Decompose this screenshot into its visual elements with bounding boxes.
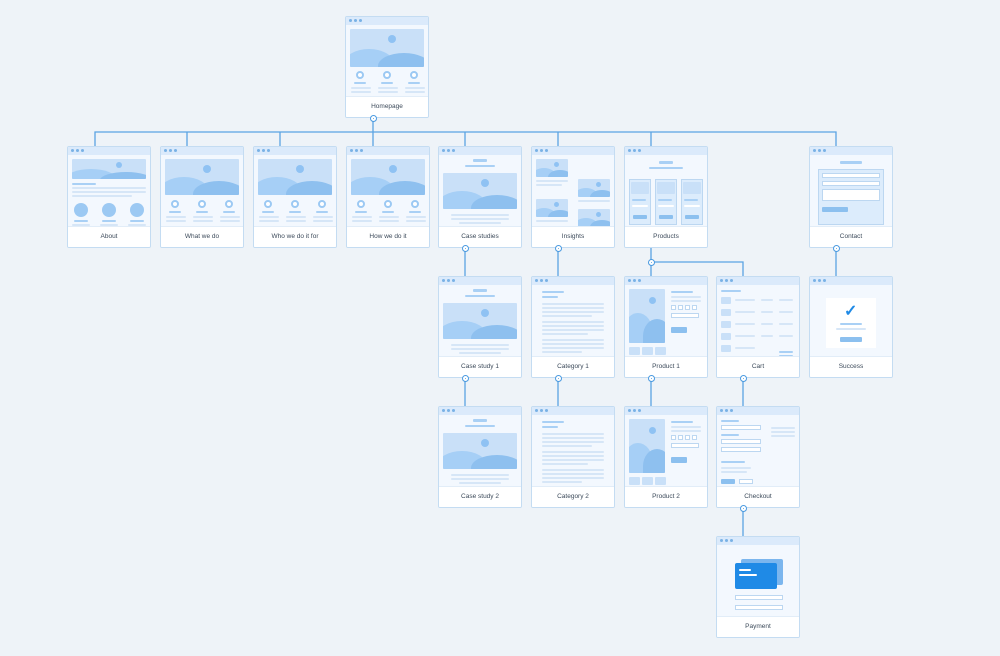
connector-line: [650, 248, 744, 276]
page-label: Product 2: [625, 486, 707, 507]
image-placeholder-icon: [351, 159, 425, 195]
node-who-we-do-it-for[interactable]: Who we do it for: [253, 146, 337, 248]
page-label: What we do: [161, 226, 243, 247]
image-placeholder-icon: [443, 173, 517, 209]
node-products[interactable]: Products: [624, 146, 708, 248]
page-label: Insights: [532, 226, 614, 247]
node-cart[interactable]: Cart: [716, 276, 800, 378]
wireframe-cart: [717, 285, 799, 359]
checkmark-icon: ✓: [844, 303, 858, 320]
connector-handle-icon[interactable]: [461, 244, 469, 252]
wireframe-category-2: [532, 415, 614, 489]
avatar-icon: [74, 203, 88, 217]
node-case-studies[interactable]: Case studies: [438, 146, 522, 248]
connector-handle-icon[interactable]: [739, 504, 747, 512]
page-label: Category 2: [532, 486, 614, 507]
connector-handle-icon[interactable]: [647, 258, 655, 266]
image-placeholder-icon: [350, 29, 424, 67]
page-label: Homepage: [346, 96, 428, 117]
wireframe-products: [625, 155, 707, 229]
connector-handle-icon[interactable]: [647, 374, 655, 382]
node-category-1[interactable]: Category 1: [531, 276, 615, 378]
page-label: Payment: [717, 616, 799, 637]
wireframe-category-1: [532, 285, 614, 359]
wireframe-product-2: [625, 415, 707, 489]
wireframe-what-we-do: [161, 155, 243, 229]
node-insights[interactable]: Insights: [531, 146, 615, 248]
image-placeholder-icon: [165, 159, 239, 195]
wireframe-success: ✓: [810, 285, 892, 359]
page-label: Success: [810, 356, 892, 377]
wireframe-contact: [810, 155, 892, 229]
node-case-study-1[interactable]: Case study 1: [438, 276, 522, 378]
connector-handle-icon[interactable]: [369, 114, 377, 122]
page-label: Case study 1: [439, 356, 521, 377]
node-category-2[interactable]: Category 2: [531, 406, 615, 508]
node-case-study-2[interactable]: Case study 2: [438, 406, 522, 508]
page-label: Case study 2: [439, 486, 521, 507]
wireframe-case-studies: [439, 155, 521, 229]
image-placeholder-icon: [578, 209, 610, 227]
page-label: Category 1: [532, 356, 614, 377]
node-contact[interactable]: Contact: [809, 146, 893, 248]
image-placeholder-icon: [578, 179, 610, 197]
connector-handle-icon[interactable]: [554, 244, 562, 252]
image-placeholder-icon: [536, 199, 568, 217]
image-placeholder-icon: [443, 303, 517, 339]
wireframe-case-study-2: [439, 415, 521, 489]
wireframe-payment: [717, 545, 799, 619]
connector-handle-icon[interactable]: [461, 374, 469, 382]
node-how-we-do-it[interactable]: How we do it: [346, 146, 430, 248]
wireframe-case-study-1: [439, 285, 521, 359]
node-what-we-do[interactable]: What we do: [160, 146, 244, 248]
page-label: About: [68, 226, 150, 247]
avatar-icon: [130, 203, 144, 217]
wireframe-insights: [532, 155, 614, 229]
page-label: Products: [625, 226, 707, 247]
image-placeholder-icon: [536, 159, 568, 177]
connector-handle-icon[interactable]: [832, 244, 840, 252]
node-homepage[interactable]: Homepage: [345, 16, 429, 118]
avatar-icon: [102, 203, 116, 217]
wireframe-who-we-do-it-for: [254, 155, 336, 229]
node-product-2[interactable]: Product 2: [624, 406, 708, 508]
page-label: Product 1: [625, 356, 707, 377]
image-placeholder-icon: [258, 159, 332, 195]
image-placeholder-icon: [72, 159, 146, 179]
image-placeholder-icon: [443, 433, 517, 469]
node-checkout[interactable]: Checkout: [716, 406, 800, 508]
node-about[interactable]: About: [67, 146, 151, 248]
wireframe-product-1: [625, 285, 707, 359]
credit-card-icon: [735, 563, 777, 589]
page-label: Checkout: [717, 486, 799, 507]
page-label: How we do it: [347, 226, 429, 247]
wireframe-how-we-do-it: [347, 155, 429, 229]
connector-handle-icon[interactable]: [554, 374, 562, 382]
node-product-1[interactable]: Product 1: [624, 276, 708, 378]
image-placeholder-icon: [629, 419, 665, 473]
page-label: Cart: [717, 356, 799, 377]
page-label: Case studies: [439, 226, 521, 247]
wireframe-checkout: [717, 415, 799, 489]
node-payment[interactable]: Payment: [716, 536, 800, 638]
page-label: Who we do it for: [254, 226, 336, 247]
image-placeholder-icon: [629, 289, 665, 343]
wireframe-about: [68, 155, 150, 229]
node-success[interactable]: ✓ Success: [809, 276, 893, 378]
page-label: Contact: [810, 226, 892, 247]
wireframe-homepage: [346, 25, 428, 99]
connector-handle-icon[interactable]: [739, 374, 747, 382]
